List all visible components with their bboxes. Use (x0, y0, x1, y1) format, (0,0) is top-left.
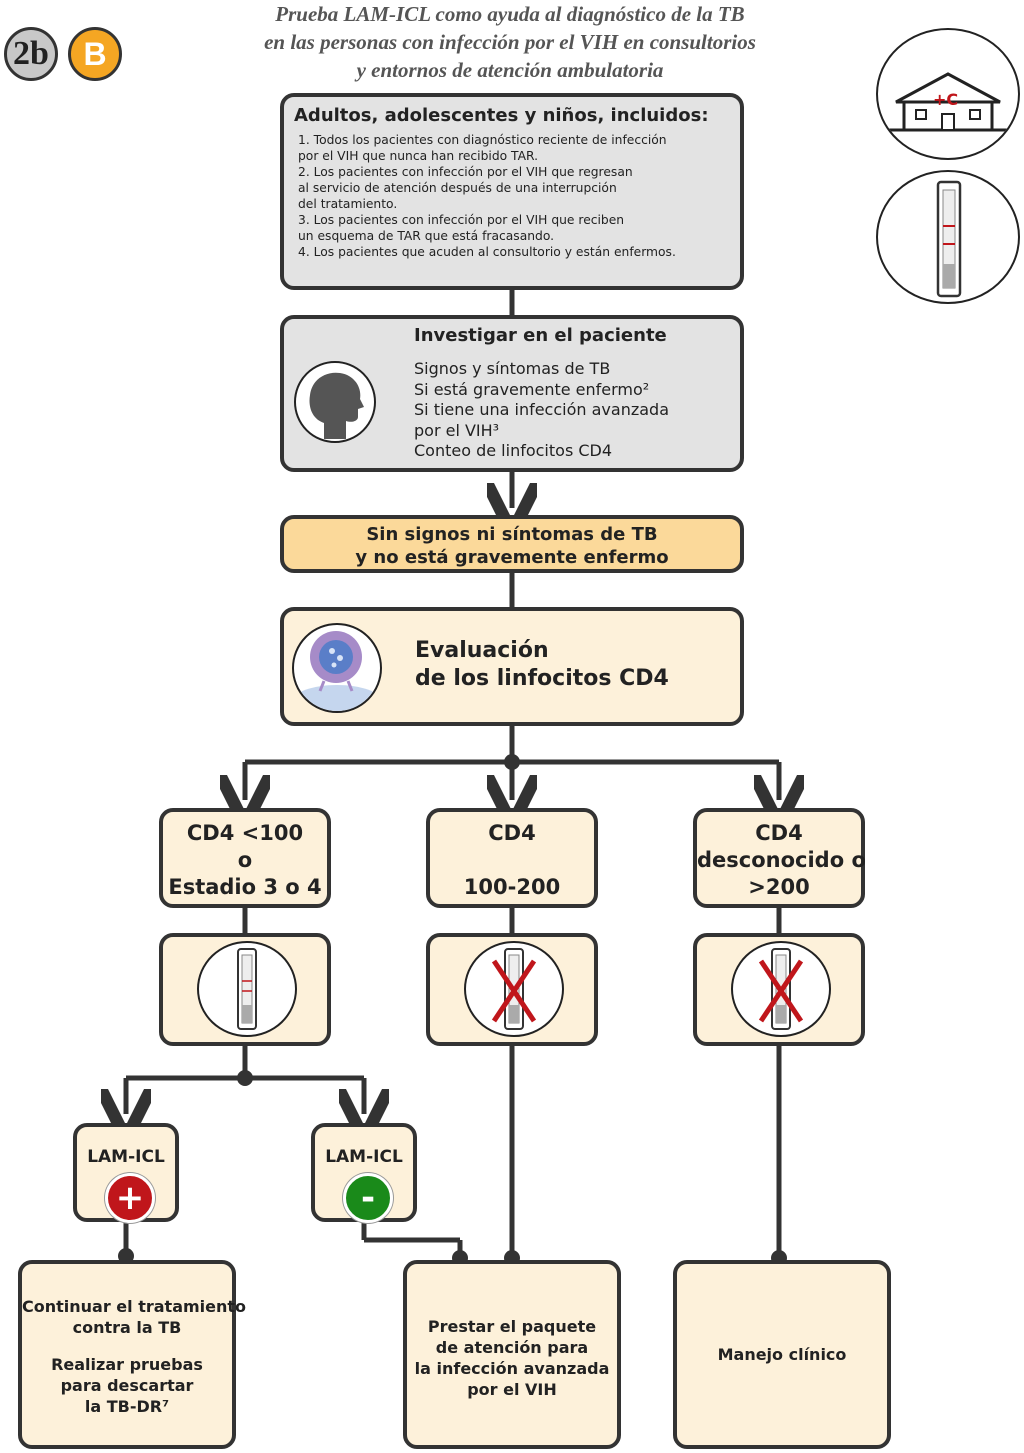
cd4-group-mid: CD4 100-200 (426, 808, 598, 908)
title-line-3: y entornos de atención ambulatoria (356, 58, 664, 82)
diagram-title: Prueba LAM-ICL como ayuda al diagnóstico… (180, 0, 840, 84)
clinical-management-box: Manejo clínico (673, 1260, 891, 1449)
inclusion-line: por el VIH que nunca han recibido TAR. (298, 149, 539, 163)
cd4-group-line: desconocido o (697, 848, 866, 872)
investigate-item: Conteo de linfocitos CD4 (414, 441, 613, 460)
no-symptoms-box: Sin signos ni síntomas de TB y no está g… (280, 515, 744, 573)
outcome-line: por el VIH (467, 1380, 557, 1399)
lam-positive-label: LAM-ICL (87, 1147, 165, 1167)
cd4-group-line: CD4 (488, 821, 536, 845)
lam-positive-box: LAM-ICL + (73, 1123, 179, 1223)
no-lam-test-box-mid (426, 933, 598, 1046)
cd4-evaluation-box: Evaluación de los linfocitos CD4 (280, 607, 744, 726)
inclusion-line: 1. Todos los pacientes con diagnóstico r… (298, 133, 667, 147)
evaluation-line-1: Evaluación (415, 638, 549, 663)
cd4-group-line (430, 847, 594, 874)
patient-head-icon (294, 361, 376, 443)
clinic-icon-label: +C (933, 90, 959, 109)
inclusion-heading: Adultos, adolescentes y niños, incluidos… (294, 105, 709, 126)
no-lam-test-box-high (693, 933, 865, 1046)
investigate-item: Si tiene una infección avanzada (414, 400, 669, 419)
plus-icon: + (105, 1173, 155, 1223)
cd4-group-high: CD4 desconocido o >200 (693, 808, 866, 908)
lam-test-box (159, 933, 331, 1046)
no-symptoms-line-1: Sin signos ni síntomas de TB (366, 524, 658, 545)
outcome-line: de atención para (435, 1338, 589, 1357)
cd4-cell-icon (292, 623, 382, 713)
outcome-line: contra la TB (72, 1318, 182, 1337)
outcome-line: Manejo clínico (717, 1345, 847, 1364)
outcome-line: Continuar el tratamiento (22, 1297, 247, 1316)
inclusion-line: un esquema de TAR que está fracasando. (298, 229, 555, 243)
inclusion-line: del tratamiento. (298, 197, 398, 211)
cross-out-icon (464, 941, 564, 1037)
outcome-line: la TB-DR⁷ (84, 1397, 170, 1416)
cd4-group-line: Estadio 3 o 4 (168, 875, 322, 899)
grade-badge: B (68, 27, 122, 81)
investigate-item: por el VIH³ (414, 420, 500, 440)
investigate-heading: Investigar en el paciente (414, 325, 667, 346)
lam-negative-box: LAM-ICL - (311, 1123, 417, 1223)
cross-out-icon (731, 941, 831, 1037)
cd4-group-line: CD4 (755, 821, 803, 845)
inclusion-line: 3. Los pacientes con infección por el VI… (298, 213, 625, 227)
lam-test-strip-icon (876, 170, 1020, 304)
lam-test-strip-icon (197, 941, 297, 1037)
evaluation-line-2: de los linfocitos CD4 (415, 666, 669, 691)
outcome-line: Realizar pruebas (51, 1355, 203, 1374)
title-line-2: en las personas con infección por el VIH… (264, 30, 756, 54)
inclusion-line: al servicio de atención después de una i… (298, 181, 617, 195)
investigate-item: Si está gravemente enfermo² (414, 379, 650, 399)
minus-icon: - (343, 1173, 393, 1223)
cd4-group-line: >200 (748, 875, 810, 899)
inclusion-line: 2. Los pacientes con infección por el VI… (298, 165, 633, 179)
investigate-box: Investigar en el paciente Signos y sínto… (280, 315, 744, 472)
inclusion-line: 4. Los pacientes que acuden al consultor… (298, 245, 676, 259)
advanced-hiv-package-box: Prestar el paquete de atención para la i… (403, 1260, 621, 1449)
section-badge: 2b (4, 27, 58, 81)
outcome-line: para descartar (60, 1376, 194, 1395)
clinic-icon: +C (876, 28, 1020, 160)
inclusion-box: Adultos, adolescentes y niños, incluidos… (280, 93, 744, 290)
outcome-line: la infección avanzada (414, 1359, 610, 1378)
cd4-group-low: CD4 <100 o Estadio 3 o 4 (159, 808, 331, 908)
cd4-group-line: 100-200 (463, 875, 561, 899)
cd4-group-line: o (237, 848, 253, 872)
cd4-group-line: CD4 <100 (186, 821, 304, 845)
lam-negative-label: LAM-ICL (325, 1147, 403, 1167)
outcome-line: Prestar el paquete (427, 1317, 597, 1336)
investigate-item: Signos y síntomas de TB (414, 359, 611, 378)
title-line-1: Prueba LAM-ICL como ayuda al diagnóstico… (275, 2, 745, 26)
no-symptoms-line-2: y no está gravemente enfermo (355, 547, 669, 568)
continue-treatment-box: Continuar el tratamiento contra la TB Re… (18, 1260, 247, 1449)
